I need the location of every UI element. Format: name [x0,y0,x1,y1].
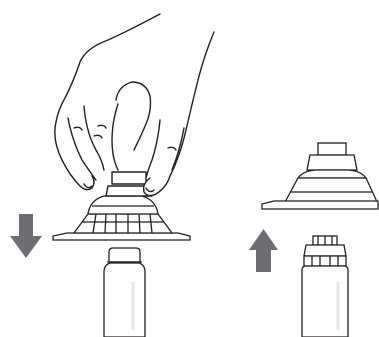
arrow-up-icon [249,229,278,272]
panel-remove [249,143,378,337]
arrow-down-icon [10,214,42,258]
hand-icon [55,14,214,196]
vial-adapter-icon [53,196,190,240]
vial-adapter-icon [262,143,378,209]
vial-icon [302,236,348,337]
panel-attach [10,14,214,337]
vial-icon [104,248,145,337]
